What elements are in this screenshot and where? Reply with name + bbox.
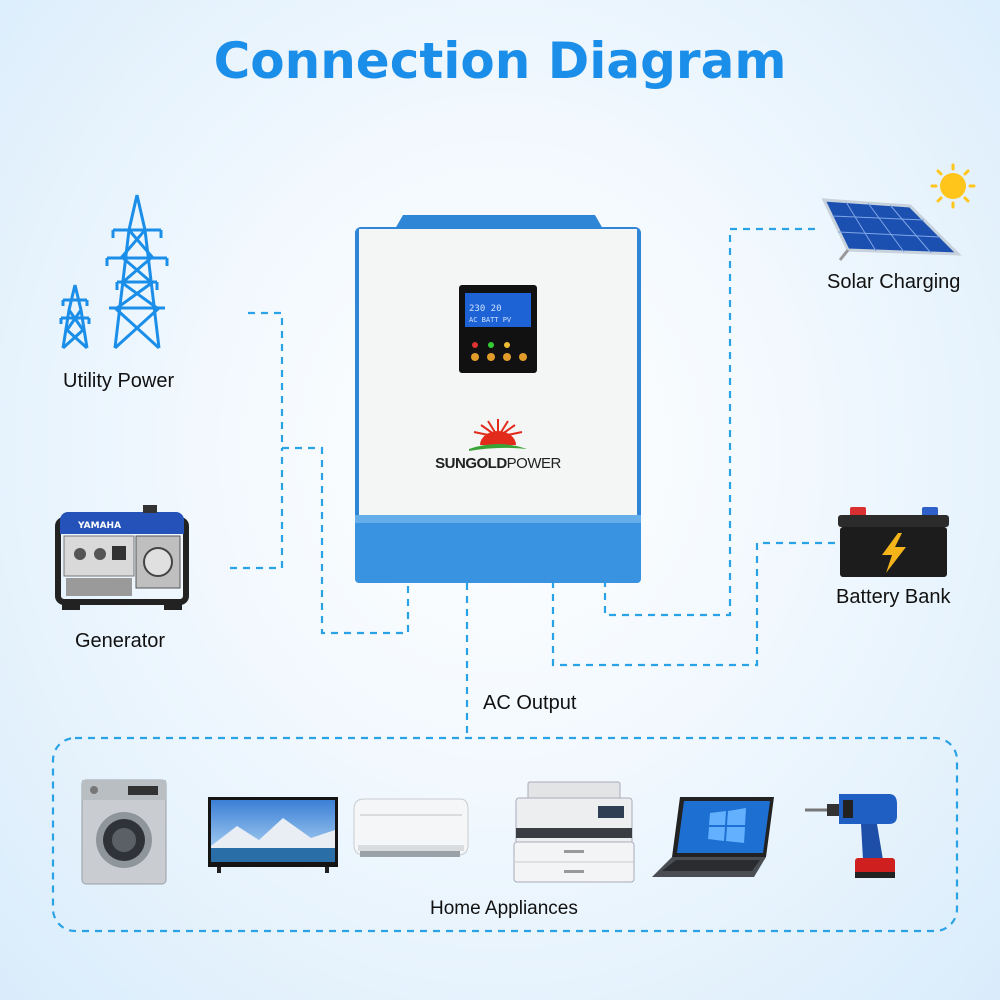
generator-brand: YAMAHA <box>77 521 121 531</box>
battery-icon <box>838 507 949 577</box>
inverter-brand-left: SUNGOLD <box>435 455 507 472</box>
sungold-logo-icon <box>469 419 527 451</box>
printer-icon <box>513 781 635 883</box>
battery-wire <box>551 541 835 667</box>
utility-power-label: Utility Power <box>63 370 175 392</box>
generator-icon: YAMAHA <box>55 505 189 610</box>
inverter-brand-right: POWER <box>506 455 562 472</box>
svg-text:AC BATT PV: AC BATT PV <box>469 316 512 324</box>
laptop-icon <box>652 797 774 877</box>
home-appliances-label: Home Appliances <box>430 898 578 919</box>
ac-input-wire <box>282 446 410 635</box>
solar-wire <box>603 227 815 617</box>
washing-machine-icon <box>81 779 167 885</box>
sun-icon <box>930 163 976 209</box>
appliances-box <box>51 736 959 933</box>
generator-label: Generator <box>75 630 166 652</box>
svg-text:230 20: 230 20 <box>469 304 502 314</box>
inverter-brand: SUNGOLDPOWER <box>355 455 641 472</box>
ac-output-label: AC Output <box>483 692 577 714</box>
generator-wire <box>230 448 284 570</box>
power-tower-icon <box>59 194 169 350</box>
page-title: Connection Diagram <box>213 32 787 90</box>
air-conditioner-icon <box>353 798 469 857</box>
power-drill-icon <box>805 794 897 878</box>
solar-charging-label: Solar Charging <box>827 271 961 293</box>
utility-power-wire <box>248 311 284 448</box>
lightning-bolt-icon <box>882 533 906 573</box>
battery-bank-label: Battery Bank <box>836 586 951 608</box>
solar-panel-icon <box>821 163 976 261</box>
tv-icon <box>208 797 338 873</box>
inverter-unit: 230 20 AC BATT PV SUNGOLDPOWER <box>355 215 641 583</box>
